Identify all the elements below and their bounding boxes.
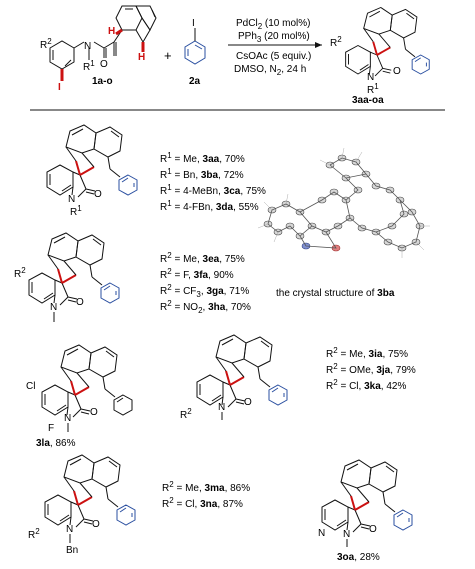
group-r2b-entries: R2 = Me, 3ia, 75% R2 = OMe, 3ja, 79% R2 … bbox=[326, 346, 416, 392]
entry-3ea: R2 = Me, 3ea, 75% bbox=[160, 251, 245, 265]
structure-3oa-oxygen: O bbox=[369, 524, 377, 535]
product-oxygen: O bbox=[393, 66, 401, 77]
structure-3ea-nitrogen: N bbox=[50, 302, 57, 313]
structure-3ia-nitrogen: N bbox=[218, 402, 225, 413]
group-r2c-entries: R2 = Me, 3ma, 86% R2 = Cl, 3na, 87% bbox=[162, 480, 250, 510]
label-3oa: 3oa, 28% bbox=[337, 552, 380, 563]
iodine-atom: I bbox=[58, 82, 61, 93]
structure-3oa-nitrogen: N bbox=[343, 529, 350, 540]
entry-3fa: R2 = F, 3fa, 90% bbox=[160, 267, 234, 281]
entry-3ca: R1 = 4-MeBn, 3ca, 75% bbox=[160, 183, 266, 197]
condition-catalyst: PdCl2 (10 mol%) bbox=[236, 18, 311, 31]
structure-3oa bbox=[321, 459, 413, 533]
entry-3aa: R1 = Me, 3aa, 70% bbox=[160, 151, 245, 165]
structure-3aa-oxygen: O bbox=[94, 189, 102, 200]
entry-3da: R1 = 4-FBn, 3da, 55% bbox=[160, 199, 259, 213]
entry-3na: R2 = Cl, 3na, 87% bbox=[162, 496, 243, 510]
condition-solvent: DMSO, N2, 24 h bbox=[234, 64, 306, 77]
structure-3ma-oxygen: O bbox=[92, 519, 100, 530]
reactant-1-label: 1a-o bbox=[92, 76, 113, 87]
structure-3ia-3ka bbox=[196, 334, 288, 408]
r2-label: R2 bbox=[40, 37, 52, 51]
entry-3ka: R2 = Cl, 3ka, 42% bbox=[326, 378, 406, 392]
plus-sign: + bbox=[164, 48, 172, 63]
structure-3ma-r2: R2 bbox=[28, 527, 40, 541]
iodine-atom-2: I bbox=[192, 18, 195, 29]
crystal-structure-image bbox=[257, 147, 430, 258]
product-structure bbox=[344, 6, 430, 77]
hydrogen-atom-2: H bbox=[138, 52, 145, 63]
structure-3oa-pyridine-n: N bbox=[318, 528, 325, 539]
reactant-2-label: 2a bbox=[189, 76, 201, 87]
structure-3ma-3na bbox=[44, 454, 136, 528]
structure-3ia-oxygen: O bbox=[244, 397, 252, 408]
entry-3ja: R2 = OMe, 3ja, 79% bbox=[326, 362, 416, 376]
structure-3la-fluorine: F bbox=[48, 423, 54, 434]
reactant-2 bbox=[184, 28, 206, 65]
product-r1-label: R1 bbox=[367, 82, 379, 96]
reactant-1 bbox=[49, 5, 157, 81]
structure-3la-chlorine: Cl bbox=[26, 381, 35, 392]
product-label: 3aa-oa bbox=[352, 95, 384, 106]
entry-3ha: R2 = NO2, 3ha, 70% bbox=[160, 299, 251, 315]
structure-3la bbox=[41, 344, 133, 418]
hydrogen-atom-1: H bbox=[108, 26, 115, 37]
structure-3ia-r2: R2 bbox=[180, 407, 192, 421]
oxygen-atom: O bbox=[100, 59, 108, 70]
structure-3la-nitrogen: N bbox=[64, 413, 71, 424]
label-3la: 3la, 86% bbox=[36, 438, 76, 449]
condition-ligand: PPh3 (20 mol%) bbox=[238, 31, 310, 44]
r1-label: R1 bbox=[83, 59, 95, 73]
condition-base: CsOAc (5 equiv.) bbox=[236, 51, 311, 62]
structure-3aa-3da bbox=[46, 124, 138, 198]
group-r1-entries: R1 = Me, 3aa, 70% R1 = Bn, 3ba, 72% R1 =… bbox=[160, 151, 266, 213]
product-nitrogen: N bbox=[367, 72, 374, 83]
structure-3ma-benzyl: Bn bbox=[66, 545, 78, 556]
structure-3la-oxygen: O bbox=[90, 407, 98, 418]
structure-3ea-3ha bbox=[28, 232, 120, 306]
entry-3ga: R2 = CF3, 3ga, 71% bbox=[160, 283, 249, 299]
product-r2-label: R2 bbox=[330, 35, 342, 49]
entry-3ba: R1 = Bn, 3ba, 72% bbox=[160, 167, 244, 181]
structure-3aa-r1: R1 bbox=[70, 204, 82, 218]
structure-3ea-oxygen: O bbox=[76, 297, 84, 308]
structure-3ea-r2: R2 bbox=[14, 266, 26, 280]
structure-3ma-nitrogen: N bbox=[66, 524, 73, 535]
entry-3ma: R2 = Me, 3ma, 86% bbox=[162, 480, 250, 494]
structure-3aa-nitrogen: N bbox=[68, 194, 75, 205]
nitrogen-atom: N bbox=[84, 41, 91, 52]
group-r2a-entries: R2 = Me, 3ea, 75% R2 = F, 3fa, 90% R2 = … bbox=[160, 251, 251, 315]
entry-3ia: R2 = Me, 3ia, 75% bbox=[326, 346, 408, 360]
crystal-caption: the crystal structure of 3ba bbox=[276, 288, 395, 299]
